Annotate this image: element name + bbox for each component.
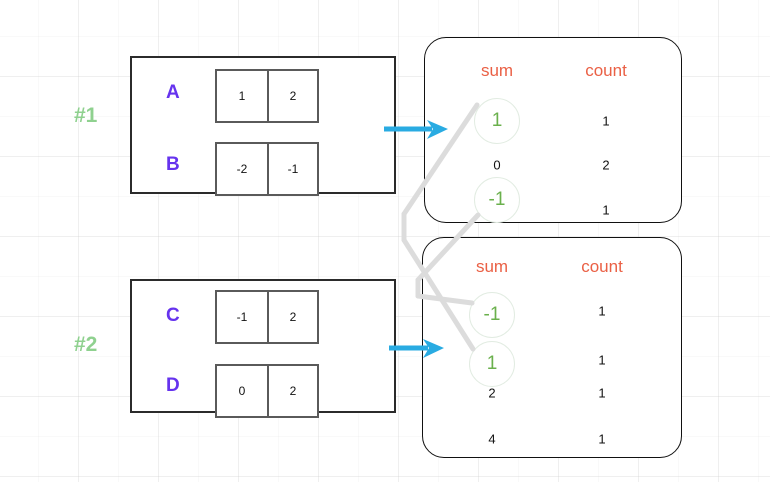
source-box-1: A 1 2 B -2 -1 [130, 56, 396, 196]
source-cell-a-0: 1 [238, 89, 246, 103]
panel2-count-row-1: 1 [598, 352, 606, 368]
panel1-count-row-2: 1 [602, 202, 610, 218]
source-cell-d-1: 2 [267, 366, 317, 416]
panel1-sum-row-1: 0 [493, 157, 501, 173]
source-cells-b: -2 -1 [215, 142, 319, 196]
source-row-label-b: B [166, 154, 180, 175]
section-label-1: #1 [74, 104, 98, 127]
panel1-column-header-sum: sum [480, 61, 514, 80]
source-cell-c-1: 2 [267, 292, 317, 342]
panel2-sum-row-3: 4 [488, 431, 496, 447]
panel1-count-row-1: 2 [602, 157, 610, 173]
source-box-2: C -1 2 D 0 2 [130, 279, 396, 418]
source-cell-b-1: -1 [267, 144, 317, 194]
panel2-sum-row-0: -1 [469, 292, 515, 338]
source-cell-c-0: -1 [236, 310, 248, 324]
panel2-column-header-sum: sum [475, 257, 509, 276]
source-cell-b-0: -2 [236, 162, 248, 176]
panel1-count-row-0: 1 [602, 113, 610, 129]
panel1-sum-row-2: -1 [474, 177, 520, 223]
panel2-column-header-count: count [581, 257, 623, 276]
panel1-column-header-count: count [585, 61, 627, 80]
result-panel-1: sum count 1 1 0 2 -1 1 [424, 37, 682, 223]
source-cell-a-1: 2 [267, 71, 317, 121]
source-row-label-c: C [166, 305, 180, 326]
source-cells-c: -1 2 [215, 290, 319, 344]
source-cells-d: 0 2 [215, 364, 319, 418]
panel2-count-row-0: 1 [598, 303, 606, 319]
source-cell-d-0: 0 [238, 384, 246, 398]
source-cells-a: 1 2 [215, 69, 319, 123]
panel2-sum-row-2: 2 [488, 385, 496, 401]
section-label-2: #2 [74, 333, 98, 356]
panel2-sum-row-1: 1 [469, 341, 515, 387]
result-panel-2: sum count -1 1 1 1 2 1 4 1 [422, 237, 682, 458]
panel1-sum-row-0: 1 [474, 98, 520, 144]
source-row-label-a: A [166, 82, 180, 103]
panel2-count-row-2: 1 [598, 385, 606, 401]
source-row-label-d: D [166, 375, 180, 396]
panel2-count-row-3: 1 [598, 431, 606, 447]
